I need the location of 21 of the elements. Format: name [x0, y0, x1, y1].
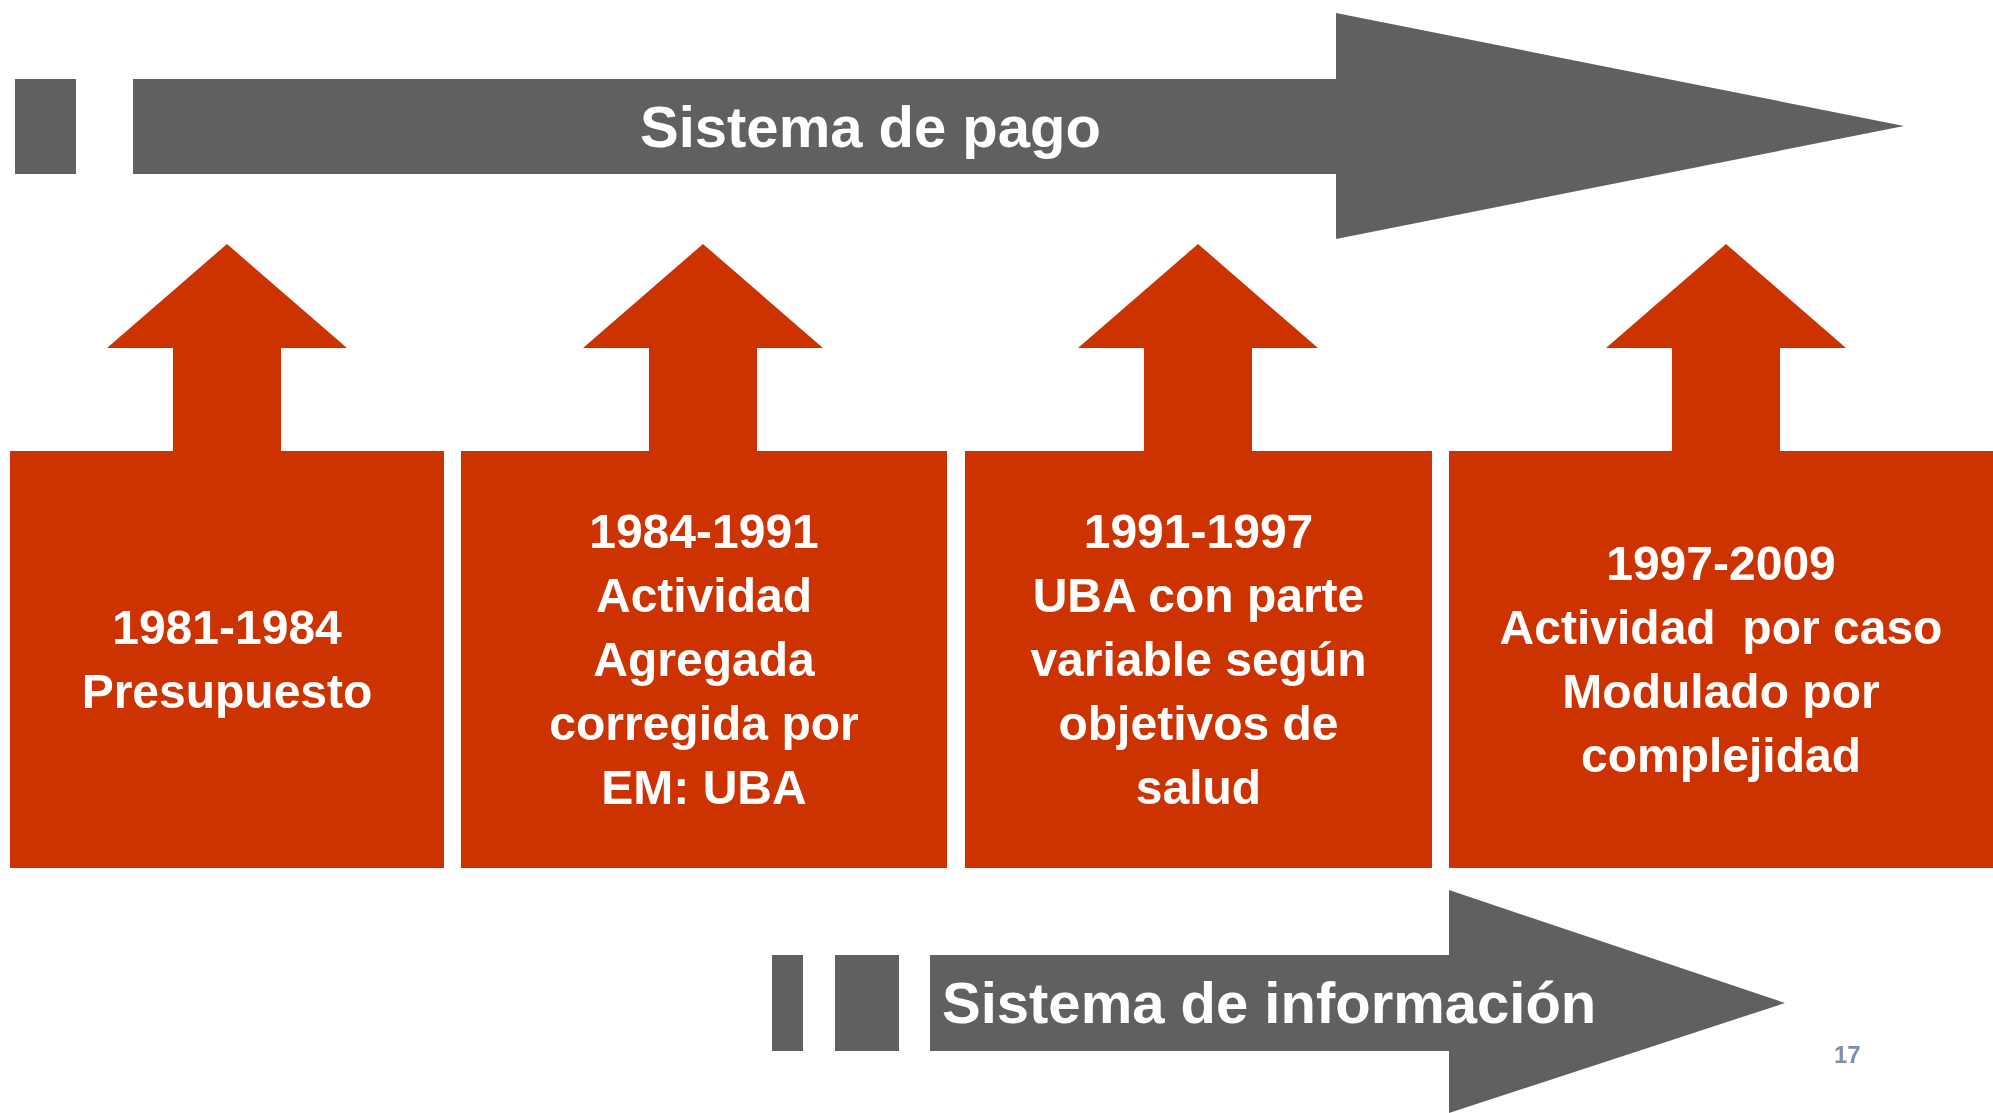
description-text: Actividad Agregada corregida por EM: UBA: [548, 567, 860, 816]
arrow-banner: [15, 13, 1904, 239]
block-arrow: [583, 244, 823, 451]
arrow-banner: [772, 890, 1785, 1113]
block-arrow: [1078, 244, 1318, 451]
period-box: [965, 451, 1432, 868]
block-arrow: [107, 244, 347, 451]
period-heading: 1997-2009: [1605, 535, 1837, 592]
period-heading: 1984-1991: [588, 503, 820, 560]
period-box: [1449, 451, 1993, 868]
block-arrow: [1606, 244, 1846, 451]
page-number: 17: [1834, 1041, 1861, 1069]
banner-title: Sistema de pago: [640, 93, 1101, 161]
period-heading: 1981-1984: [111, 599, 343, 656]
description-text: UBA con parte variable según objetivos de salud: [1029, 567, 1368, 816]
banner-title: Sistema de información: [942, 969, 1597, 1037]
period-box: [10, 451, 444, 868]
period-box: [461, 451, 947, 868]
description-text: Presupuesto: [80, 663, 374, 720]
period-heading: 1991-1997: [1082, 503, 1315, 560]
description-text: Actividad por caso Modulado por complejidad: [1498, 599, 1944, 784]
